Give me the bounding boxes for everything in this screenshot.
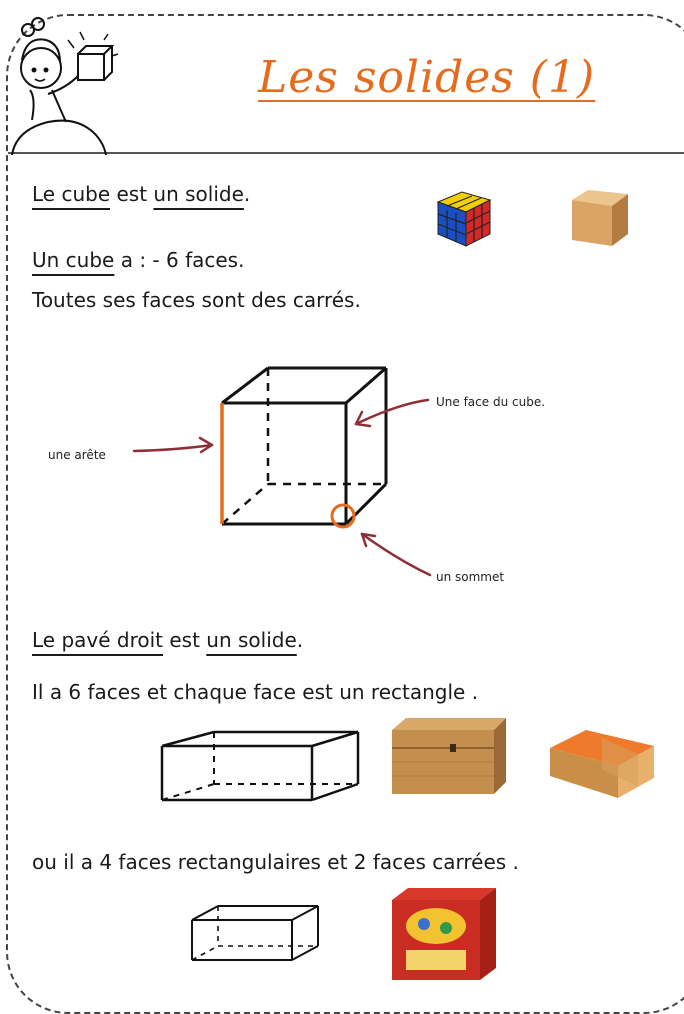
header-divider xyxy=(8,152,684,154)
cube-term-2: Un cube xyxy=(32,248,115,272)
worksheet-page: Les solides (1) Le cube est un solide. U… xyxy=(6,14,684,1014)
wooden-chest-photo xyxy=(392,718,506,794)
edge-arrow xyxy=(132,443,214,453)
vertex-arrow xyxy=(360,532,432,577)
cube-diagram xyxy=(132,366,432,577)
prism-term: Le pavé droit xyxy=(32,628,164,652)
cube-period: . xyxy=(243,182,251,206)
wooden-cube-photo xyxy=(572,190,628,246)
prism-diagram xyxy=(160,730,360,802)
vertex-label: un sommet xyxy=(436,570,505,584)
cube-definition-line: Le cube est un solide. xyxy=(32,182,250,206)
cube-kind: un solide xyxy=(153,182,244,206)
cube-term: Le cube xyxy=(32,182,111,206)
prism-period: . xyxy=(296,628,304,652)
prism-kind: un solide xyxy=(206,628,297,652)
face-label: Une face du cube. xyxy=(436,395,546,409)
prism-diagram-square-ends xyxy=(191,905,319,961)
page-title: Les solides (1) xyxy=(258,52,596,103)
cube-verb: est xyxy=(110,182,154,206)
edge-label: une arête xyxy=(48,448,106,462)
prism-definition-line: Le pavé droit est un solide. xyxy=(32,628,303,652)
cube-faces-line: Un cube a : - 6 faces. xyxy=(32,248,244,272)
cube-faces-text: a : - 6 faces. xyxy=(114,248,245,272)
prism-rectangles-line: Il a 6 faces et chaque face est un recta… xyxy=(32,680,479,704)
rubiks-cube-photo xyxy=(436,191,492,247)
orange-box-photo xyxy=(550,730,654,798)
girl-with-cube-illustration xyxy=(11,17,119,156)
cube-squares-line: Toutes ses faces sont des carrés. xyxy=(32,288,361,312)
highlighted-vertex xyxy=(330,503,356,529)
decorated-box-photo xyxy=(392,888,496,980)
prism-verb: est xyxy=(163,628,207,652)
prism-squares-line: ou il a 4 faces rectangulaires et 2 face… xyxy=(32,850,519,874)
face-arrow xyxy=(354,398,430,426)
